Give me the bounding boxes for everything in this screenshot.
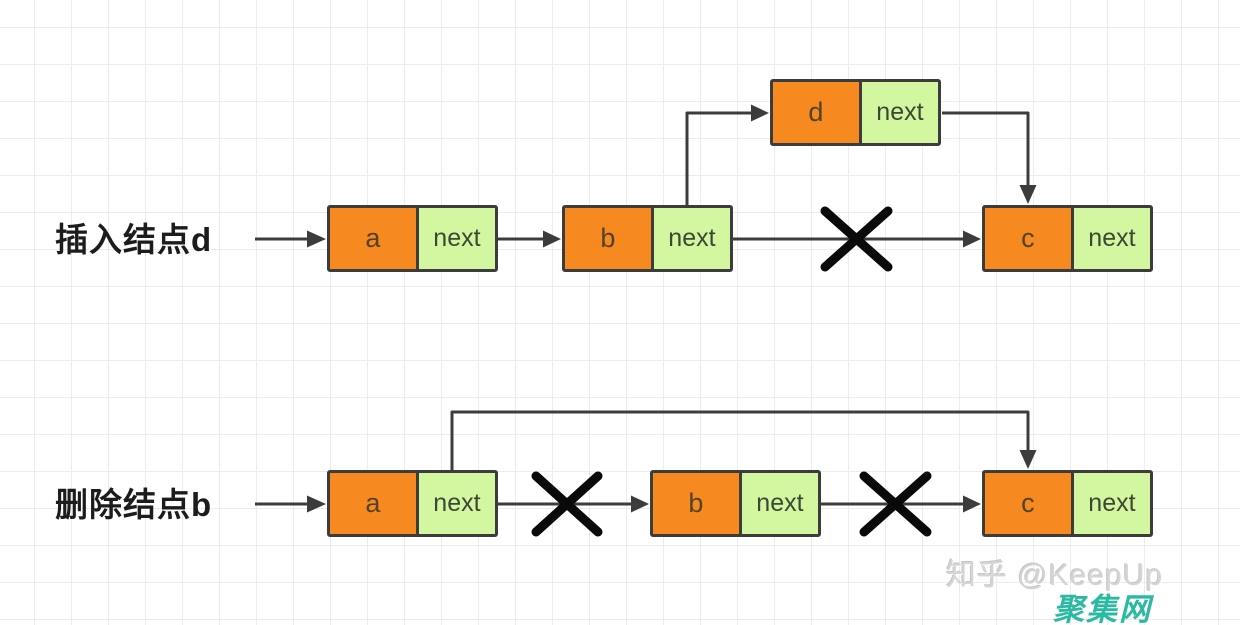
node-bottom-c-value: c	[985, 473, 1071, 534]
arrow-entry-top	[255, 230, 326, 248]
node-top-c-next-pointer: next	[1070, 208, 1150, 269]
node-top-a-value: a	[330, 208, 416, 269]
node-top-b-value: b	[565, 208, 651, 269]
x-mark-icon-top	[820, 206, 893, 272]
watermark-site-badge: 聚集网	[1053, 592, 1152, 625]
node-top-c: c next	[982, 205, 1153, 272]
watermark-zhihu-author: 知乎 @KeepUp	[946, 559, 1164, 592]
arrow-a-to-b-top	[498, 230, 561, 248]
node-bottom-c: c next	[982, 470, 1153, 537]
node-bottom-a-next-pointer: next	[415, 473, 495, 534]
row-label-delete-node-b: 删除结点b	[55, 486, 213, 523]
node-bottom-a-value: a	[330, 473, 416, 534]
x-mark-icon-bottom-right	[859, 471, 932, 537]
node-top-d-next-pointer: next	[858, 82, 938, 143]
node-top-d-inserted: d next	[770, 79, 941, 146]
node-top-a-next-pointer: next	[415, 208, 495, 269]
node-top-b: b next	[562, 205, 733, 272]
node-bottom-b-value: b	[653, 473, 739, 534]
node-top-d-value: d	[773, 82, 859, 143]
node-bottom-c-next-pointer: next	[1070, 473, 1150, 534]
arrow-b-to-c-top	[733, 230, 981, 248]
node-top-c-value: c	[985, 208, 1071, 269]
arrow-dnext-to-c	[942, 111, 1037, 204]
node-bottom-b-deleted: b next	[650, 470, 821, 537]
node-bottom-b-next-pointer: next	[738, 473, 818, 534]
arrow-anext-to-c-bypass	[450, 410, 1037, 470]
arrow-entry-bottom	[255, 495, 326, 513]
row-label-insert-node-d: 插入结点d	[55, 221, 213, 258]
arrow-bnext-to-d	[685, 104, 769, 205]
x-mark-icon-bottom-left	[531, 471, 603, 537]
node-top-a: a next	[327, 205, 498, 272]
node-bottom-a: a next	[327, 470, 498, 537]
node-top-b-next-pointer: next	[650, 208, 730, 269]
